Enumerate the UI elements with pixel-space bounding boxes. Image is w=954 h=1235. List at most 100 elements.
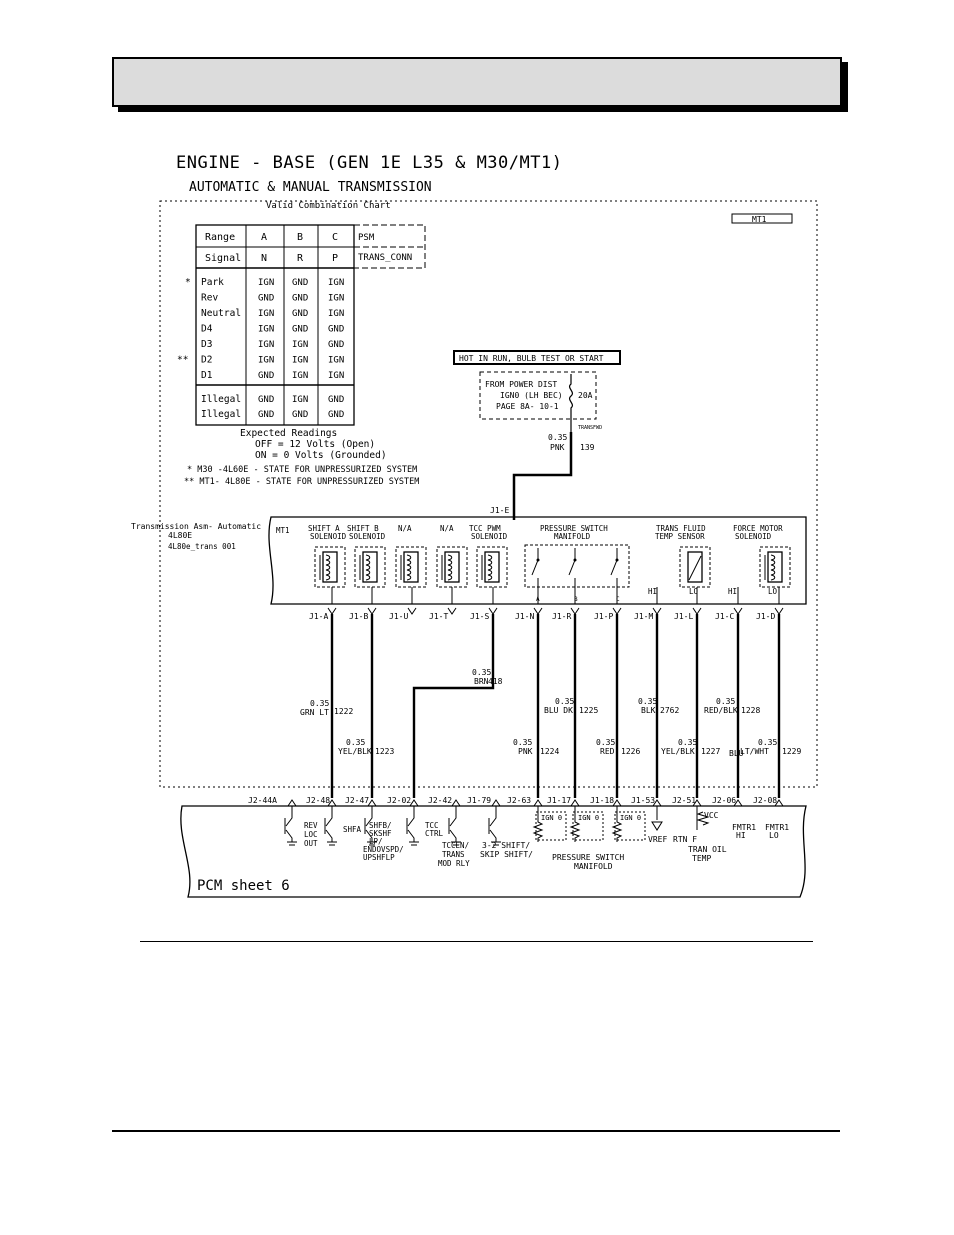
- pressure-switch-dot: [573, 558, 577, 562]
- range-row-value: IGN: [258, 325, 274, 335]
- range-row-value: GND: [328, 325, 344, 335]
- pcm-ign: IGN 0: [541, 814, 562, 822]
- illegal-row-name: Illegal: [201, 394, 241, 405]
- psm-pin-a: A: [536, 596, 540, 603]
- wire-size: 0.35: [758, 738, 777, 747]
- j2-pin-label: J2-06: [712, 796, 736, 805]
- pcm-shfb: SHFB/: [369, 821, 392, 830]
- pressure-switch: [568, 548, 576, 590]
- col-a: A: [261, 232, 267, 243]
- temp-lo: LO: [689, 587, 699, 596]
- range-row-value: GND: [292, 294, 308, 304]
- pcm-fmtr-hi: FMTR1: [732, 823, 756, 832]
- pcm-skip: 3-2 SHIFT/: [482, 841, 530, 850]
- pullup-resistor: [611, 806, 623, 842]
- j1-pin-marker: [447, 607, 457, 615]
- solenoid-box: [395, 546, 427, 588]
- j1-pin-label: J1-B: [349, 612, 368, 621]
- transistor-symbol: [364, 806, 377, 846]
- pcm-ign: IGN 0: [620, 814, 641, 822]
- wire-color: RED/BLK: [704, 706, 738, 715]
- j1-pin-marker: [612, 607, 622, 615]
- col-c: C: [332, 232, 338, 243]
- wire-size: 0.35: [472, 668, 491, 677]
- range-row-name: Rev: [201, 293, 218, 304]
- range-row-value: GND: [292, 278, 308, 288]
- pcm-tcc: TCC: [425, 821, 439, 830]
- range-row-value: IGN: [258, 356, 274, 366]
- fuse-symbol: [568, 374, 574, 432]
- solenoid-coil: [362, 551, 378, 583]
- chart-caption: Valid Combination Chart: [266, 201, 391, 211]
- range-row-value: GND: [292, 309, 308, 319]
- component-label: N/A: [398, 524, 412, 533]
- solenoid-box: [354, 546, 386, 588]
- pcm-shfb: UPSHFLP: [363, 853, 395, 862]
- wire-circuit: 418: [488, 677, 503, 686]
- power-wire-size: 0.35: [548, 433, 567, 442]
- pcm-shfa: SHFA: [343, 825, 362, 834]
- j2-pin-marker: [774, 799, 784, 807]
- range-row-value: GND: [328, 340, 344, 350]
- pcm-fmtr-hi: HI: [736, 831, 746, 840]
- pressure-switch: [531, 548, 539, 590]
- j2-pin-marker: [327, 799, 337, 807]
- connector-j1-e: J1-E: [490, 506, 509, 515]
- j1-pin-label: J1-U: [389, 612, 408, 621]
- separator-line: [140, 941, 813, 942]
- component-label-2: TEMP SENSOR: [655, 532, 705, 541]
- combination-table: Range Signal A B C N R P PSM TRANS_CONN …: [177, 224, 426, 426]
- wire-color: PNK: [518, 747, 533, 756]
- j2-pin-marker: [451, 799, 461, 807]
- diagram-title: ENGINE - BASE (GEN 1E L35 & M30/MT1): [176, 153, 563, 173]
- wire-circuit: 1228: [741, 706, 760, 715]
- j1-pin-label: J1-R: [552, 612, 571, 621]
- range-row-value: IGN: [258, 278, 274, 288]
- solenoid-winding: [365, 554, 371, 581]
- j2-pin-marker: [692, 799, 702, 807]
- j2-pin-label: J2-51: [672, 796, 696, 805]
- j1-pin-label: J1-L: [674, 612, 693, 621]
- power-wire-circuit: 139: [580, 443, 595, 452]
- component-label-2: MANIFOLD: [554, 532, 591, 541]
- wire-size: 0.35: [638, 697, 657, 706]
- solenoid-coil: [403, 551, 419, 583]
- wire-circuit: 1222: [334, 707, 353, 716]
- j2-pin-marker: [491, 799, 501, 807]
- transistor-symbol: [488, 806, 501, 846]
- sig-c: P: [332, 253, 338, 264]
- range-row-mark: **: [177, 355, 188, 366]
- pullup-resistor: [569, 806, 581, 842]
- solenoid-box: [476, 546, 508, 588]
- wire-color: BLU DK: [544, 706, 573, 715]
- wire-color: GRN LT: [300, 708, 329, 717]
- pcm-tcc: CTRL: [425, 829, 444, 838]
- solenoid-winding: [770, 554, 776, 581]
- j2-pin-label: J2-44A: [248, 796, 277, 805]
- j1-pin-label: J1-M: [634, 612, 653, 621]
- j1-pin-label: J1-P: [594, 612, 613, 621]
- pcm-vcc: VCC: [704, 811, 719, 820]
- component-label: FORCE MOTOR: [733, 524, 783, 533]
- component-label: PRESSURE SWITCH: [540, 524, 608, 533]
- psm-label: PSM: [358, 233, 375, 243]
- pcm-rev-loc: REV: [304, 821, 318, 830]
- pcm-psm: MANIFOLD: [574, 862, 613, 871]
- pcm-shfb: LP/: [369, 837, 383, 846]
- pressure-switch-box: [524, 544, 630, 588]
- j1-pin-marker: [652, 607, 662, 615]
- footer-rule: [112, 1130, 840, 1132]
- blu-ref: BLU: [729, 749, 744, 758]
- pressure-switch: [610, 548, 618, 590]
- wire-circuit: 1224: [540, 747, 559, 756]
- transistor-symbol: [284, 806, 297, 846]
- j1-pin-label: J1-C: [715, 612, 734, 621]
- vcc-resistor: [696, 806, 710, 830]
- j2-pin-marker: [409, 799, 419, 807]
- trans-asm-label: Transmission Asm- Automatic: [131, 522, 261, 531]
- j2-pin-marker: [570, 799, 580, 807]
- temp-sensor-arrow: [688, 555, 702, 581]
- j2-pin-marker: [733, 799, 743, 807]
- solenoid-winding: [487, 554, 493, 581]
